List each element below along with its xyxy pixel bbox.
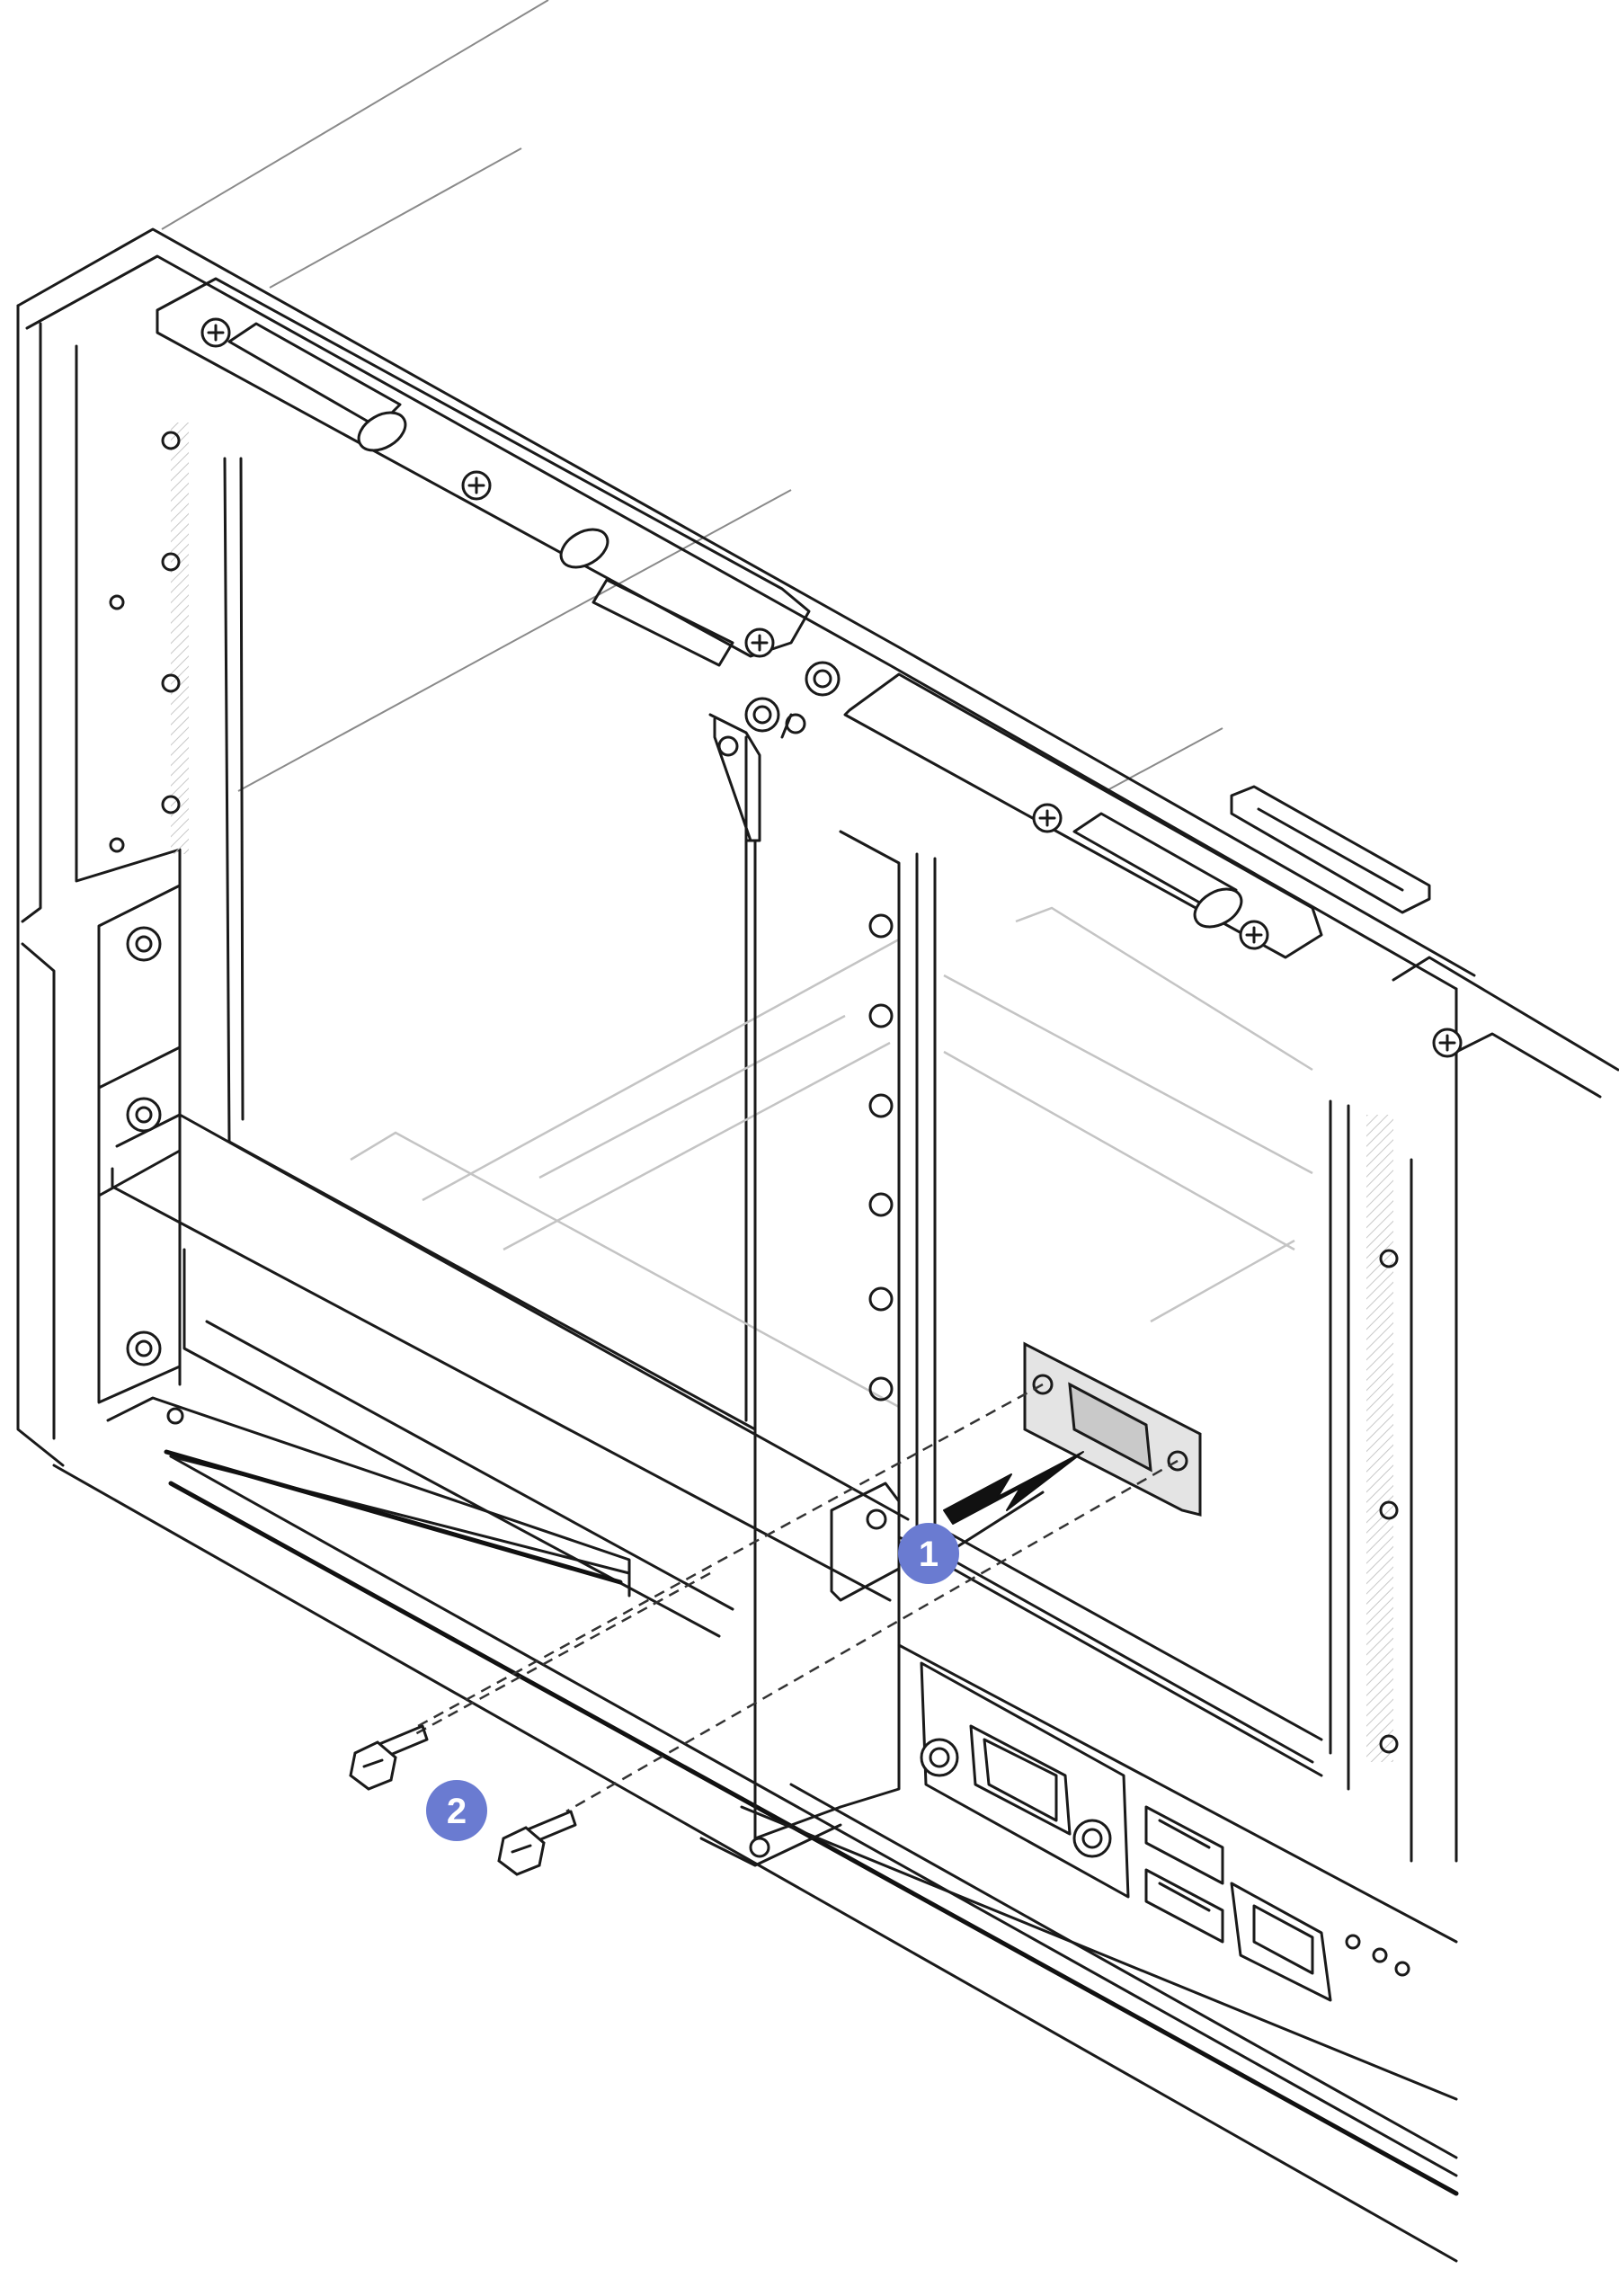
internal-components-faint bbox=[350, 906, 1313, 1409]
alignment-guides bbox=[413, 1383, 1179, 1813]
screw-icon bbox=[744, 627, 775, 658]
vga-port bbox=[920, 1724, 1112, 1858]
center-divider-post bbox=[699, 713, 901, 1867]
callout-2-label: 2 bbox=[447, 1792, 467, 1831]
screw-icon bbox=[1032, 803, 1063, 833]
bottom-left-slot bbox=[106, 1248, 734, 1638]
callout-1-label: 1 bbox=[919, 1535, 938, 1574]
top-rail bbox=[156, 277, 1619, 1099]
callout-2: 2 bbox=[426, 1780, 487, 1841]
screw-icon bbox=[497, 1810, 577, 1876]
callout-1: 1 bbox=[898, 1523, 959, 1584]
rail-screws bbox=[200, 317, 1463, 1058]
screw-icon bbox=[1432, 1028, 1463, 1058]
screw-icon bbox=[1239, 920, 1269, 950]
power-symbol-icon bbox=[780, 713, 806, 739]
screw-icon bbox=[200, 317, 231, 348]
right-bay-opening bbox=[915, 852, 1399, 1791]
ethernet-port bbox=[1230, 1882, 1332, 2002]
removal-arrow-icon bbox=[943, 1451, 1084, 1525]
left-mounting-holes bbox=[97, 431, 182, 1404]
status-leds bbox=[1345, 1934, 1410, 1977]
background-guide-lines bbox=[161, 0, 1223, 792]
usb-port bbox=[1144, 1868, 1224, 1944]
removed-screws bbox=[349, 1724, 577, 1876]
usb-port bbox=[1144, 1805, 1224, 1885]
vga-filler-plate bbox=[1023, 1341, 1202, 1517]
screw-icon bbox=[461, 470, 492, 501]
top-connector bbox=[1230, 785, 1431, 914]
screw-icon bbox=[349, 1724, 429, 1791]
io-panel bbox=[897, 1643, 1458, 2002]
